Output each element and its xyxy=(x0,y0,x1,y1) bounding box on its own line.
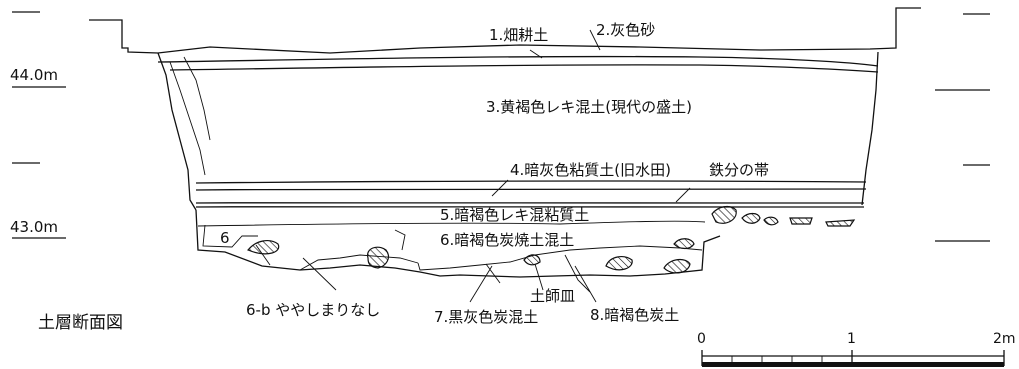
layer-label-5: 5.暗褐色レキ混粘質土 xyxy=(440,206,589,224)
iron-band-label: 鉄分の帯 xyxy=(709,161,769,179)
layer-label-3: 3.黄褐色レキ混土(現代の盛土) xyxy=(486,98,692,116)
scale-tick-2m: 2m xyxy=(993,331,1016,347)
layer-6b-label: 6-b ややしまりなし xyxy=(246,301,380,319)
leader-lines xyxy=(302,29,691,303)
elevation-label-43: 43.0m xyxy=(10,218,58,236)
layer-label-6: 6.暗褐色炭焼土混土 xyxy=(440,231,574,249)
layer-label-4: 4.暗灰色粘質土(旧水田) xyxy=(510,161,671,179)
pottery-label: 土師皿 xyxy=(530,287,575,305)
layer-label-1: 1.畑耕土 xyxy=(489,26,548,44)
elevation-ticks-left xyxy=(12,11,66,239)
elevation-label-44: 44.0m xyxy=(10,66,58,84)
layer-label-2: 2.灰色砂 xyxy=(596,21,655,39)
elevation-ticks-right xyxy=(935,13,990,242)
layer-6-short-label: 6 xyxy=(220,229,230,247)
scale-bar: 0 1 2m xyxy=(697,331,1016,367)
diagram-title: 土層断面図 xyxy=(38,313,123,333)
layer-label-7: 7.黒灰色炭混土 xyxy=(434,308,538,326)
scale-tick-1: 1 xyxy=(847,331,856,347)
scale-tick-0: 0 xyxy=(697,331,706,347)
layer-label-8: 8.暗褐色炭土 xyxy=(590,306,679,324)
stone-hatches xyxy=(247,205,856,274)
pit-outline xyxy=(89,7,921,293)
